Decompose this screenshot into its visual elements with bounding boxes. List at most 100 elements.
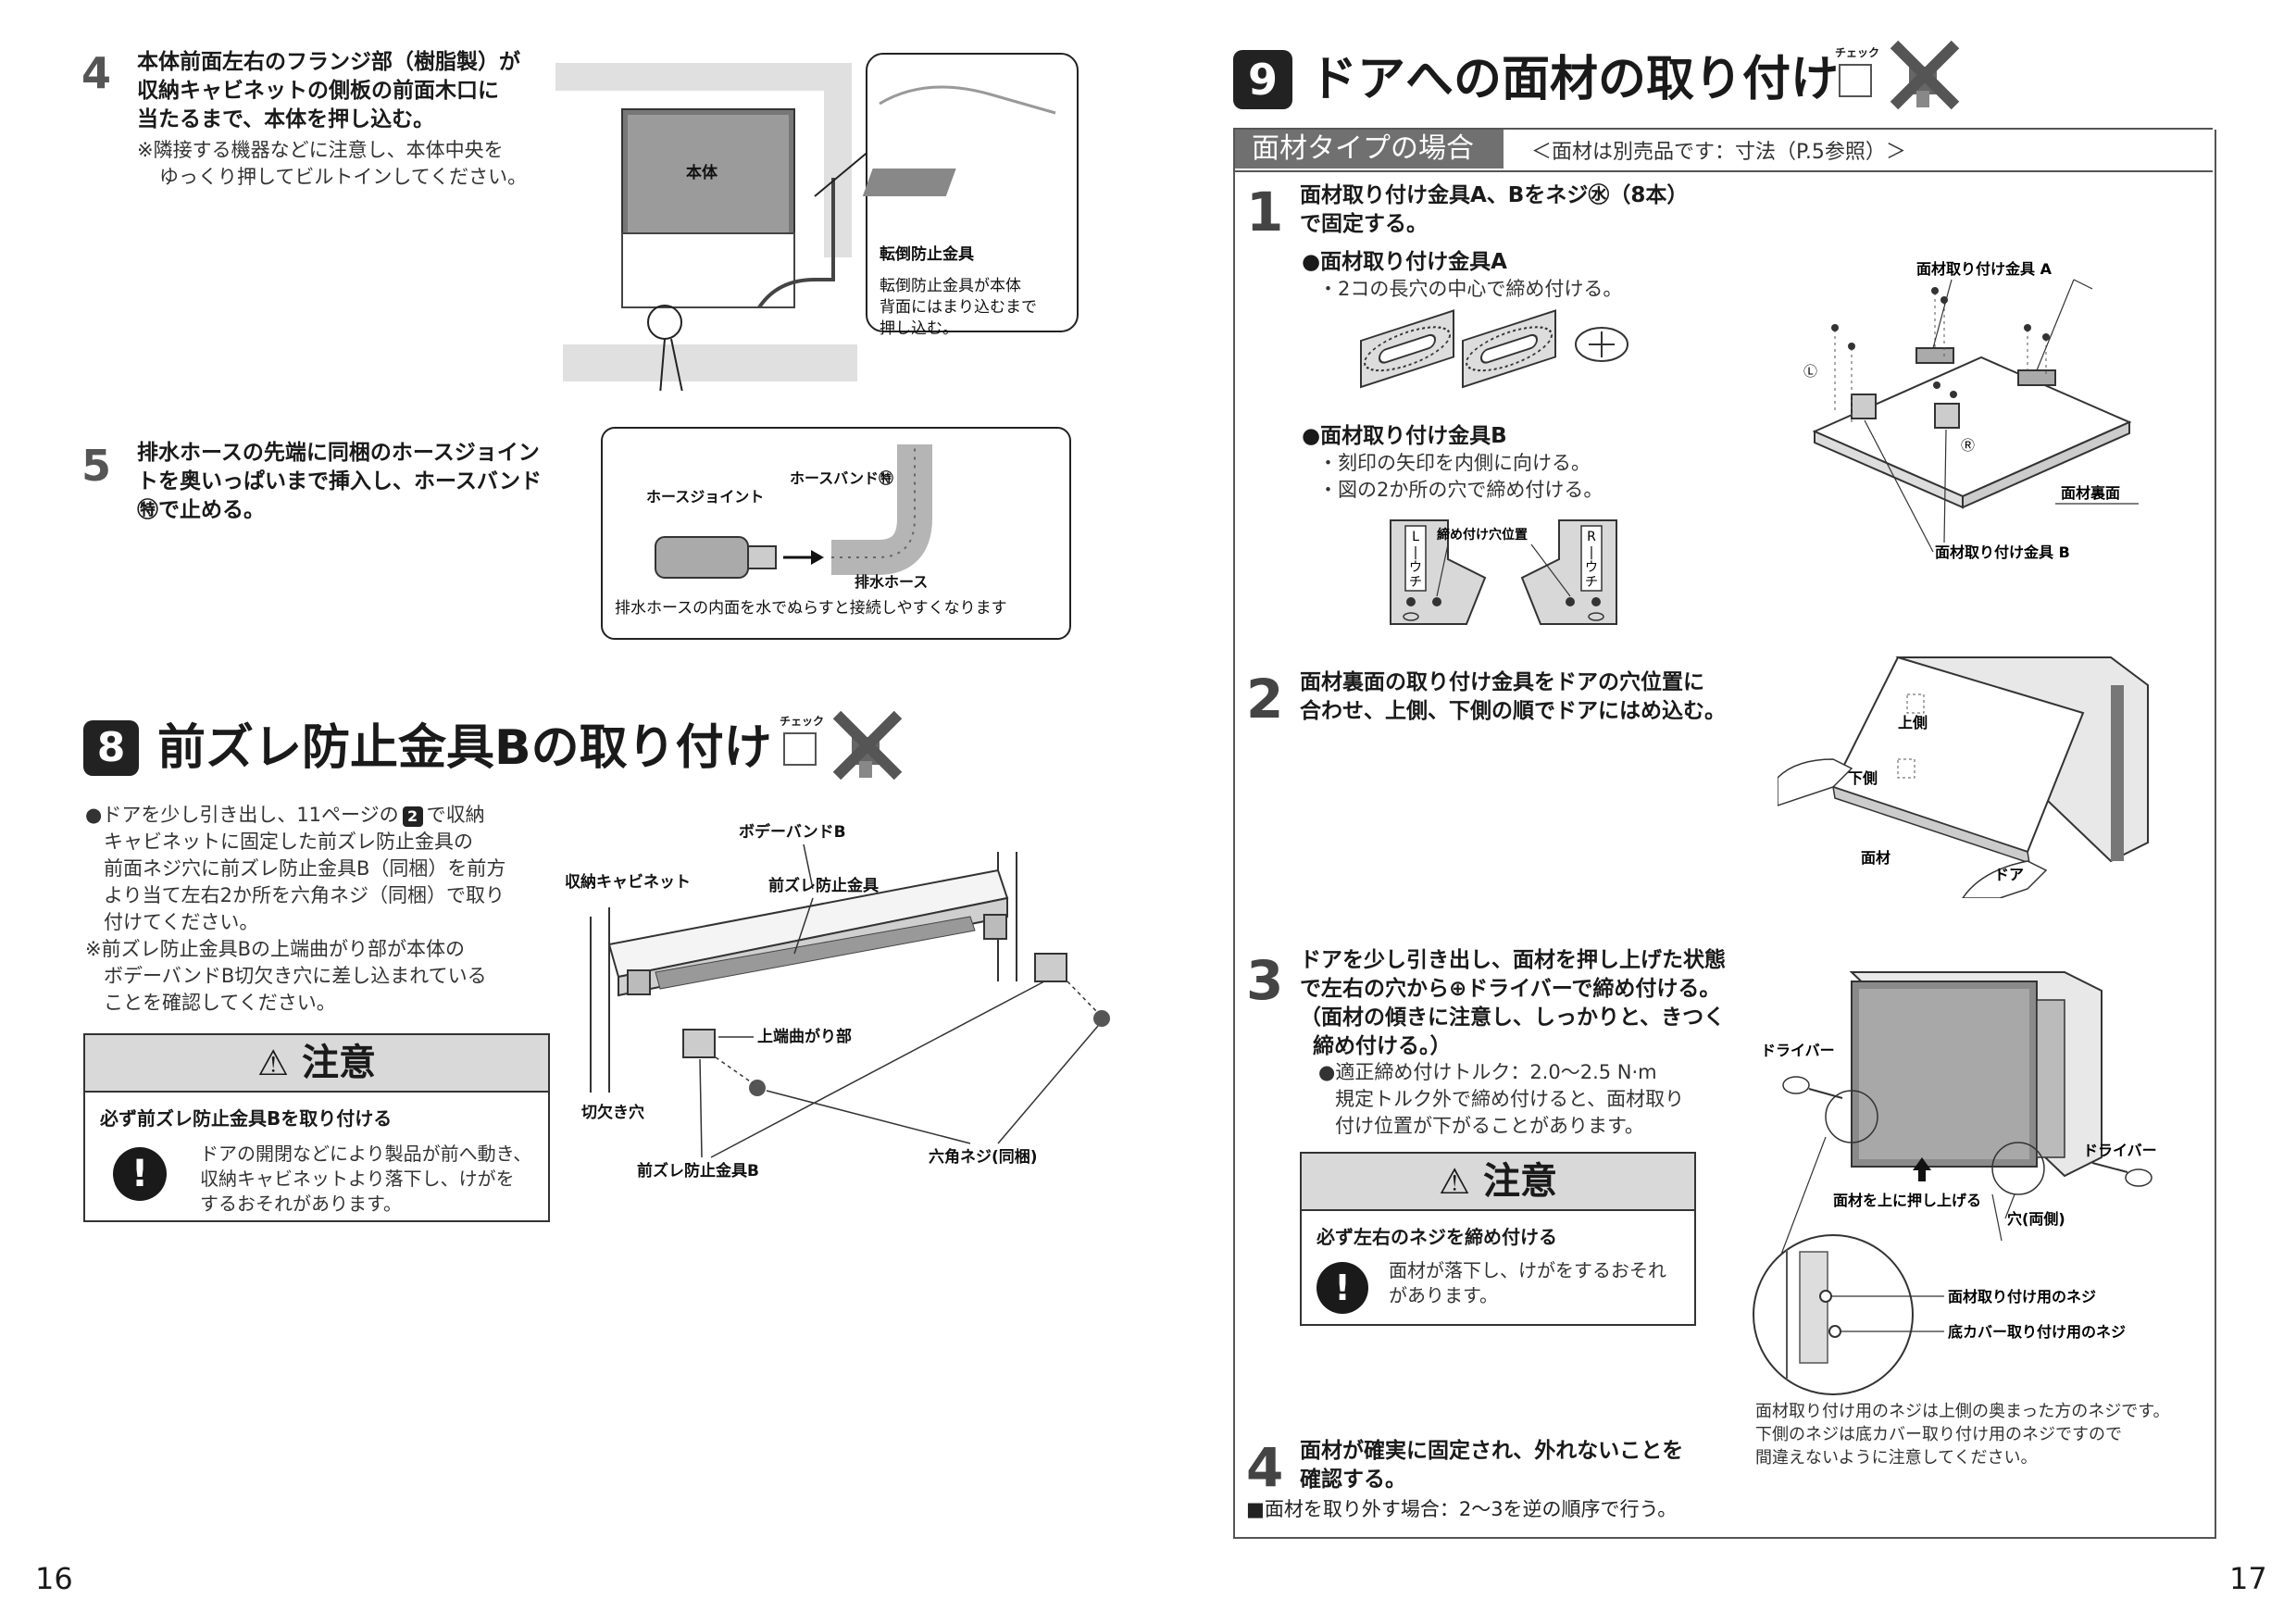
note-line: ボデーバンドB切欠き穴に差し込まれている bbox=[104, 965, 487, 987]
step-1-text: 面材取り付け金具A、Bをネジ㊌（8本） で固定する。 bbox=[1300, 181, 1781, 239]
caution-header: ⚠ 注意 bbox=[85, 1035, 548, 1093]
step-3-text: ドアを少し引き出し、面材を押し上げた状態 で左右の穴から⊕ドライバーで締め付ける… bbox=[1300, 946, 1753, 1061]
step-3-line: 締め付ける。） bbox=[1313, 1034, 1452, 1058]
step-5-line: ㊕で止める。 bbox=[137, 498, 265, 522]
bullet-line: キャビネットに固定した前ズレ防止金具の bbox=[104, 831, 473, 853]
callout-text-line: 転倒防止金具が本体 bbox=[880, 277, 1021, 295]
cabinet-label: 収納キャビネット bbox=[565, 872, 691, 892]
top-bend-label: 上端曲がり部 bbox=[757, 1027, 852, 1046]
check-box: チェック bbox=[1835, 44, 1881, 102]
notch-label: 切欠き穴 bbox=[581, 1103, 644, 1122]
bracket-b-figure: L | ウ チ R | ウ チ 締め付け穴位置 bbox=[1390, 519, 1617, 625]
caution-body: ドアの開閉などにより製品が前へ動き、 収納キャビネットより落下し、けがを するお… bbox=[200, 1142, 531, 1217]
push-up-label: 面材を上に押し上げる bbox=[1833, 1192, 1981, 1209]
bracket-a-note: ・2コの長穴の中心で締め付ける。 bbox=[1318, 278, 1623, 300]
step-3-line: で左右の穴から⊕ドライバーで締め付ける。 bbox=[1300, 977, 1721, 1001]
section-8-figure: ボデーバンドB 収納キャビネット 前ズレ防止金具 上端曲がり部 切欠き穴 前ズレ… bbox=[565, 822, 1110, 1181]
note-line: ゆっくり押してビルトインしてください。 bbox=[159, 166, 528, 188]
caution-box-right: ⚠ 注意 必ず左右のネジを締め付ける ! 面材が落下し、けがをするおそれ があり… bbox=[1300, 1152, 1696, 1326]
bullet-line: より当て左右2か所を六角ネジ（同梱）で取り bbox=[104, 884, 505, 906]
section-9-badge: 9 bbox=[1233, 50, 1292, 109]
check-box: チェック bbox=[780, 713, 826, 770]
caution-header: ⚠ 注意 bbox=[1302, 1154, 1694, 1211]
caution-body: 面材が落下し、けがをするおそれ があります。 bbox=[1389, 1258, 1666, 1308]
no-drill-icon bbox=[832, 710, 903, 781]
section-9-title: ドアへの面材の取り付け bbox=[1309, 52, 1840, 107]
panel-label: 面材 bbox=[1861, 849, 1890, 867]
section-9-frame bbox=[1233, 130, 2216, 1539]
caution-line: があります。 bbox=[1389, 1284, 1498, 1306]
step-3-line: （面材の傾きに注意し、しっかりと、きつく bbox=[1300, 1006, 1726, 1030]
tab-label: 面材タイプの場合 bbox=[1235, 130, 1504, 169]
step-2-text: 面材裏面の取り付け金具をドアの穴位置に 合わせ、上側、下側の順でドアにはめ込む。 bbox=[1300, 668, 1818, 726]
step-3-figure: ドライバー ドライバー 面材を上に押し上げる 穴(両側) 面材取り付け用のネジ … bbox=[1753, 971, 2157, 1395]
bracket-b-note: ・刻印の矢印を内側に向ける。 bbox=[1318, 452, 1591, 474]
hose-label: 排水ホース bbox=[855, 573, 928, 591]
step-4-right-text: 面材が確実に固定され、外れないことを 確認する。 bbox=[1300, 1437, 1763, 1494]
door-label: ドア bbox=[1994, 866, 2024, 883]
bullet-line: ●ドアを少し引き出し、11ページの bbox=[85, 804, 399, 826]
hex-screw-label: 六角ネジ(同梱) bbox=[929, 1147, 1038, 1167]
step-2-number: 2 bbox=[1246, 668, 1284, 731]
tab-note: ＜面材は別売品です：寸法（P.5参照）＞ bbox=[1531, 141, 1906, 164]
step-4-line: 収納キャビネットの側板の前面木口に bbox=[137, 79, 499, 103]
body-band-label: ボデーバンドB bbox=[739, 822, 846, 842]
mark-l-2: | bbox=[1414, 545, 1418, 560]
section-8-title: 前ズレ防止金具Bの取り付け bbox=[157, 720, 772, 776]
step-4-right-line: 面材が確実に固定され、外れないことを bbox=[1300, 1439, 1684, 1463]
bracket-a-fig-label: 面材取り付け金具 A bbox=[1916, 260, 2053, 278]
step-4-note: ※隣接する機器などに注意し、本体中央を ゆっくり押してビルトインしてください。 bbox=[137, 137, 572, 191]
step-4-right-line: 確認する。 bbox=[1300, 1468, 1406, 1492]
holes-label: 穴(両側) bbox=[2007, 1210, 2065, 1228]
mark-l-4: チ bbox=[1409, 575, 1422, 590]
cover-screw-label: 底カバー取り付け用のネジ bbox=[1948, 1323, 2126, 1341]
caution-sub: 必ず左右のネジを締め付ける bbox=[1316, 1226, 1557, 1248]
mark-r-2: | bbox=[1590, 545, 1594, 560]
check-label: チェック bbox=[780, 715, 825, 728]
step-4-number: 4 bbox=[81, 48, 112, 98]
step-5-line: 排水ホースの先端に同梱のホースジョイン bbox=[137, 441, 540, 465]
note-line: ※前ズレ防止金具Bの上端曲がり部が本体の bbox=[85, 938, 466, 960]
bullet-line: で収納 bbox=[426, 804, 485, 826]
joint-label: ホースジョイント bbox=[646, 488, 764, 506]
step-2-line: 面材裏面の取り付け金具をドアの穴位置に bbox=[1300, 670, 1704, 694]
step-4-line: 本体前面左右のフランジ部（樹脂製）が bbox=[137, 50, 520, 74]
mark-l-1: L bbox=[1412, 530, 1419, 544]
warning-icon: ⚠ bbox=[256, 1043, 290, 1083]
page-number-right: 17 bbox=[2229, 1561, 2267, 1596]
caution-title: 注意 bbox=[1483, 1160, 1557, 1203]
bullet-line: 前面ネジ穴に前ズレ防止金具B（同梱）を前方 bbox=[104, 857, 506, 880]
step-4-number-right: 4 bbox=[1246, 1436, 1284, 1499]
step-4-line: 当たるまで、本体を押し込む。 bbox=[137, 107, 435, 131]
step-2-line: 合わせ、上側、下側の順でドアにはめ込む。 bbox=[1300, 699, 1726, 723]
upper-label: 上側 bbox=[1898, 714, 1928, 731]
torque-line: ●適正締め付けトルク：2.0～2.5 N·m bbox=[1318, 1061, 1657, 1083]
panel-screw-label: 面材取り付け用のネジ bbox=[1948, 1288, 2096, 1305]
warning-icon: ⚠ bbox=[1438, 1161, 1471, 1202]
step-2-figure: 上側 下側 面材 ドア bbox=[1778, 656, 2149, 898]
bracket-b-fig-label: 面材取り付け金具 B bbox=[1935, 543, 2070, 561]
hose-tip: 排水ホースの内面を水でぬらすと接続しやすくなります bbox=[615, 599, 1007, 618]
section-9-tab bbox=[1233, 128, 2213, 172]
mark-r: Ⓡ bbox=[1961, 437, 1975, 454]
step-1-line: 面材取り付け金具A、Bをネジ㊌（8本） bbox=[1300, 183, 1689, 207]
back-face-label: 面材裏面 bbox=[2061, 484, 2120, 502]
step-1-figure: Ⓛ Ⓡ 面材取り付け金具 A 面材裏面 面材取り付け金具 B bbox=[1803, 260, 2139, 561]
front-bracket-label: 前ズレ防止金具 bbox=[768, 876, 879, 895]
step-3-line: ドアを少し引き出し、面材を押し上げた状態 bbox=[1300, 948, 1726, 972]
caution-sub: 必ず前ズレ防止金具Bを取り付ける bbox=[100, 1107, 393, 1130]
torque-line: 規定トルク外で締め付けると、面材取り bbox=[1335, 1088, 1685, 1110]
mandatory-icon: ! bbox=[113, 1147, 167, 1201]
mark-r-4: チ bbox=[1585, 575, 1598, 590]
bracket-a-figure bbox=[1360, 309, 1628, 389]
note-line: ※隣接する機器などに注意し、本体中央を bbox=[137, 139, 504, 161]
step-1-number: 1 bbox=[1246, 181, 1284, 244]
bullet-line: 付けてください。 bbox=[104, 911, 259, 933]
mark-r-1: R bbox=[1587, 530, 1596, 544]
driver-left-label: ドライバー bbox=[1761, 1042, 1835, 1059]
bracket-b-title: ●面材取り付け金具B bbox=[1302, 424, 1507, 448]
step-1-line: で固定する。 bbox=[1300, 212, 1428, 236]
page-number-left: 16 bbox=[35, 1561, 73, 1596]
tighten-hole-label: 締め付け穴位置 bbox=[1437, 527, 1528, 543]
